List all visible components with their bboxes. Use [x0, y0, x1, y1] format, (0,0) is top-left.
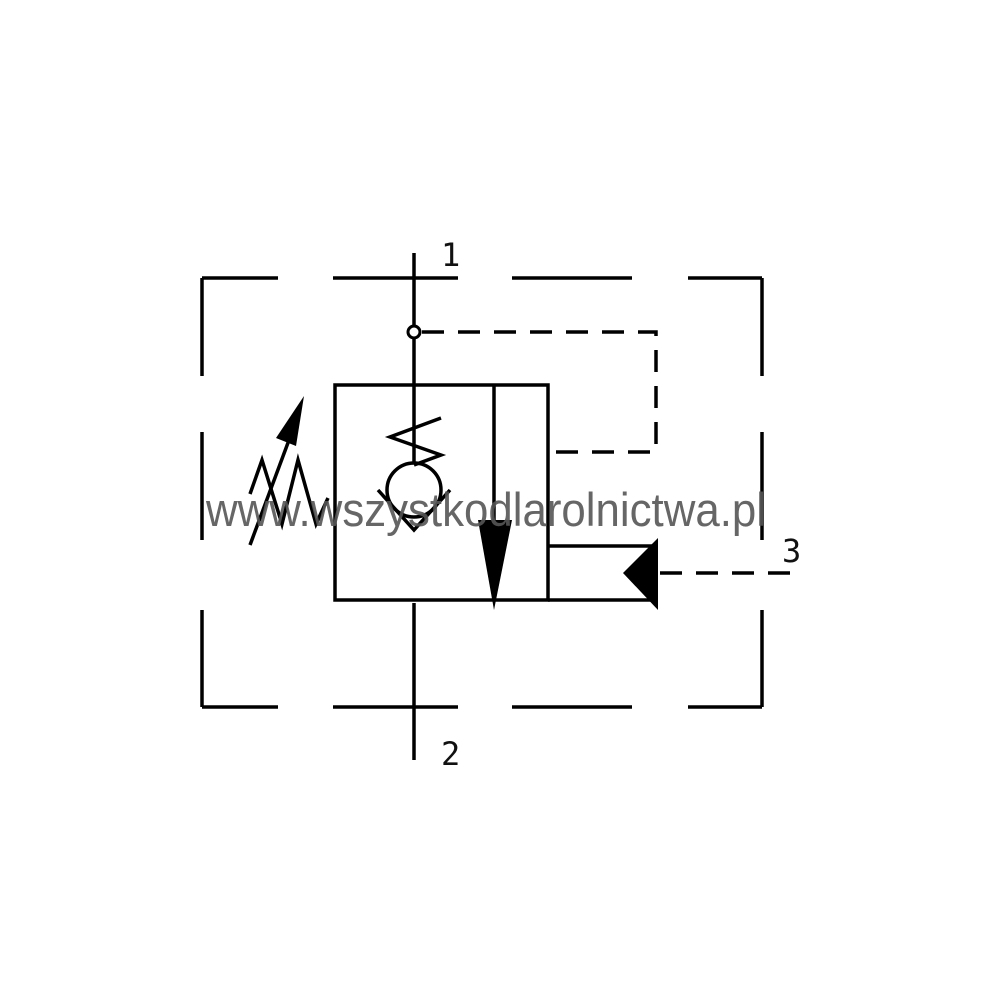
adjust-arrow-icon [276, 396, 304, 446]
valve-body [333, 383, 550, 610]
check-seat-icon [376, 488, 452, 533]
pilot-line-dashed [422, 330, 658, 454]
check-spring-icon [384, 416, 447, 467]
pilot-arrow-icon [623, 538, 658, 610]
check-valve [376, 416, 452, 533]
check-ball-icon [385, 461, 443, 519]
port-label-3: 3 [782, 532, 801, 570]
outer-enclosure-dashed [200, 276, 764, 709]
port-label-2: 2 [441, 735, 460, 773]
spring-icon [248, 453, 330, 531]
pilot-junction-dot [406, 324, 422, 340]
watermark-text: www.wszystkodlarolnictwa.pl [205, 483, 766, 536]
flow-arrow-down-icon [478, 520, 512, 610]
adjustable-spring [248, 396, 330, 546]
port-3-connection [548, 538, 798, 610]
port-label-1: 1 [441, 236, 460, 274]
